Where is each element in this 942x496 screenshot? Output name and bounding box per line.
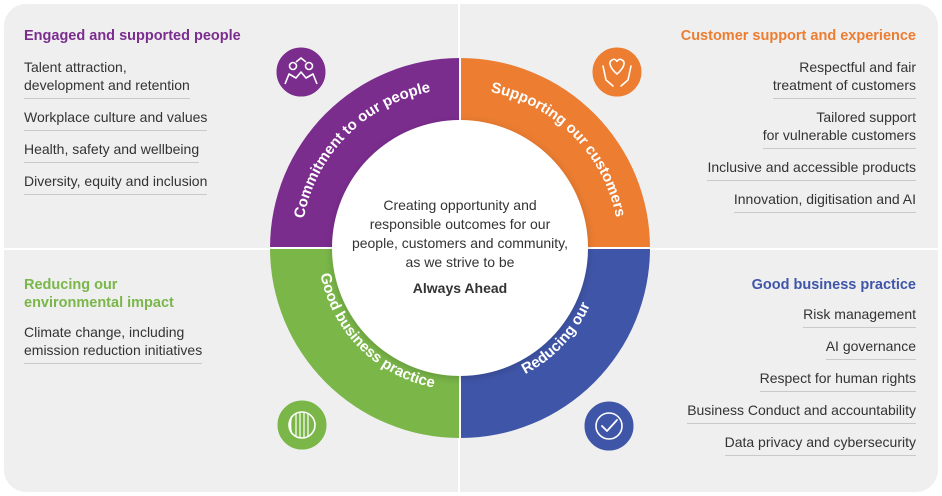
list-item: Respect for human rights [759,367,916,392]
list-item: Risk management [803,303,916,328]
environment-title-line1: Reducing our [24,277,118,293]
list-item: Inclusive and accessible products [707,156,916,181]
center-text: Creating opportunity and responsible out… [351,197,569,270]
segment-people [270,58,460,248]
environment-title-line2: environmental impact [24,295,174,311]
center-circle [332,120,588,376]
globe-leaf-icon [274,397,330,453]
list-item: Talent attraction, development and reten… [24,56,190,99]
business-list: Risk management AI governance Respect fo… [687,303,916,463]
segment-customers [460,58,650,248]
people-title: Engaged and supported people [24,28,241,44]
environment-list: Climate change, including emission reduc… [24,321,203,371]
environment-title: Reducing our environmental impact [24,276,174,312]
center-statement: Creating opportunity and responsible out… [350,196,570,298]
segment-environment [270,248,460,438]
people-collaboration-icon [273,44,329,100]
check-circle-icon [581,398,637,454]
customers-title: Customer support and experience [680,28,916,44]
people-list: Talent attraction, development and reten… [24,56,208,202]
list-item: Diversity, equity and inclusion [24,170,208,195]
hands-heart-icon [589,44,645,100]
list-item: Workplace culture and values [24,106,208,131]
customers-list: Respectful and fair treatment of custome… [707,56,916,220]
list-item: Innovation, digitisation and AI [733,188,916,213]
list-item: Business Conduct and accountability [687,399,916,424]
list-item: AI governance [825,335,916,360]
list-item: Climate change, including emission reduc… [24,321,203,364]
list-item: Data privacy and cybersecurity [724,431,916,456]
list-item: Health, safety and wellbeing [24,138,200,163]
segment-business [460,248,650,438]
brand-tagline: Always Ahead [412,280,508,296]
list-item: Respectful and fair treatment of custome… [772,56,916,99]
business-title: Good business practice [751,277,916,293]
list-item: Tailored support for vulnerable customer… [762,106,916,149]
